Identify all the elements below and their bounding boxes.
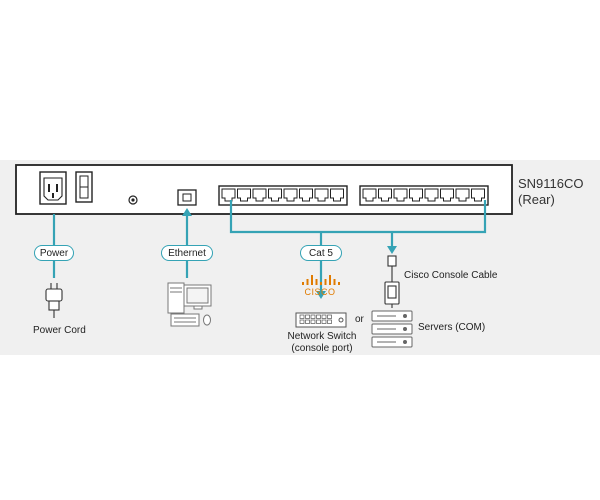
rj45-port-icon xyxy=(393,188,408,202)
rj45-port-icon xyxy=(237,188,251,202)
rj45-port-icon xyxy=(378,188,392,202)
computer-icon xyxy=(167,282,212,327)
rj45-port-icon xyxy=(252,188,267,202)
rj45-port-icon xyxy=(362,188,377,202)
or-label: or xyxy=(355,314,364,325)
rj45-port-icon xyxy=(268,188,282,202)
server-stack-icon xyxy=(371,310,413,348)
rj45-port-icon xyxy=(471,188,485,202)
rj45-port-icon xyxy=(314,188,329,202)
servers-label: Servers (COM) xyxy=(418,322,486,333)
model-view: (Rear) xyxy=(518,192,555,207)
rj45-port-icon xyxy=(409,188,423,202)
cisco-logo-text: CISCO xyxy=(304,287,336,297)
port-group-1 xyxy=(218,185,348,206)
rj45-port-icon xyxy=(283,188,298,202)
ground-screw-icon xyxy=(128,195,138,205)
power-socket-icon xyxy=(39,171,67,205)
cat5-connector-label: Cat 5 xyxy=(300,245,342,261)
ethernet-connector-label: Ethernet xyxy=(161,245,213,261)
network-switch-label: Network Switch (console port) xyxy=(284,331,360,355)
rj45-port-icon xyxy=(455,188,470,202)
console-cable-label: Cisco Console Cable xyxy=(404,270,498,281)
power-plug-icon xyxy=(45,283,63,318)
power-connector-label: Power xyxy=(34,245,74,261)
power-switch-icon xyxy=(75,171,93,203)
rj45-port-icon xyxy=(440,188,454,202)
network-switch-name: Network Switch xyxy=(287,331,357,342)
cable-arrows xyxy=(182,208,397,299)
rj45-port-icon xyxy=(177,189,197,206)
rj45-port-icon xyxy=(330,188,344,202)
cisco-logo-icon xyxy=(302,275,340,285)
network-switch-port: (console port) xyxy=(291,343,353,354)
model-name: SN9116CO xyxy=(518,176,584,191)
console-cable-icon xyxy=(384,255,400,308)
network-switch-icon xyxy=(295,312,347,328)
rj45-port-icon xyxy=(424,188,439,202)
port-group-2 xyxy=(359,185,489,206)
rj45-port-icon xyxy=(299,188,313,202)
power-cord-label: Power Cord xyxy=(33,325,86,336)
model-title: SN9116CO (Rear) xyxy=(518,176,584,208)
